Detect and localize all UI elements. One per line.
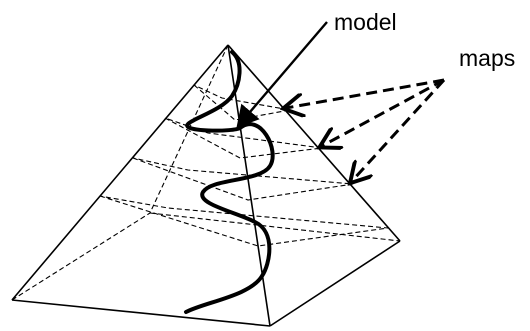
- maps-arrow-1: [286, 78, 445, 108]
- map-layer-1: [193, 84, 291, 121]
- edge-apex-front: [227, 44, 271, 327]
- hidden-edge-base-back-left: [11, 212, 151, 301]
- model-curve: [184, 50, 275, 314]
- hidden-edge-base-back-right: [149, 212, 401, 242]
- maps-arrows: [286, 78, 446, 181]
- edge-base-front-right: [269, 240, 401, 327]
- maps-arrow-3: [352, 78, 446, 181]
- map-layers: [99, 84, 389, 247]
- model-label: model: [334, 9, 397, 35]
- model-arrow: [236, 21, 328, 128]
- maps-arrow-2: [322, 78, 445, 146]
- map-layer-4: [99, 195, 389, 247]
- edge-base-front-left: [11, 299, 271, 327]
- edge-apex-left: [11, 44, 229, 301]
- maps-label: maps: [459, 45, 515, 71]
- edge-apex-right: [227, 44, 401, 242]
- pyramid-hidden-edges: [11, 44, 401, 301]
